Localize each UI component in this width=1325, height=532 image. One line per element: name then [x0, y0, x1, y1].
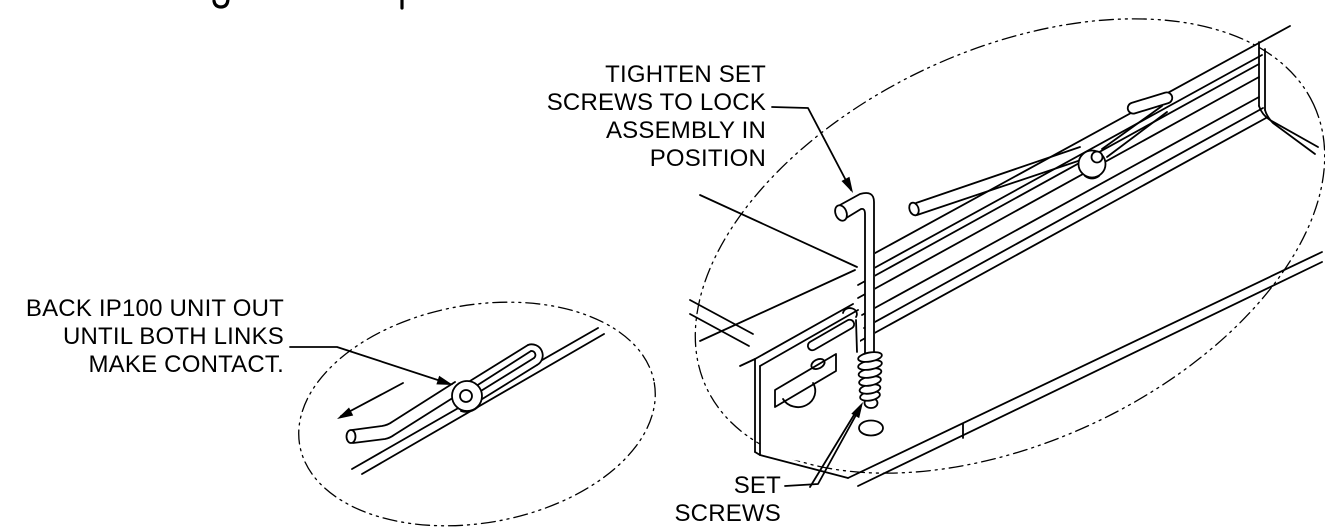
callout-line: POSITION [649, 145, 766, 172]
bracket-slot [806, 318, 856, 352]
chassis-rail-lines [839, 25, 1291, 353]
arrowhead-icon [841, 176, 853, 193]
left-detail-boundary-ellipse [298, 301, 656, 527]
adjustment-rod [834, 192, 875, 355]
tighten-leader-arrow [771, 106, 853, 193]
tray-wedge-edges [689, 194, 858, 347]
link-wire-top [908, 91, 1174, 217]
cropped-heading-fragment-y [212, 0, 230, 9]
callout-back-ip100-out: BACK IP100 UNIT OUT UNTIL BOTH LINKS MAK… [6, 295, 284, 379]
back-out-leader-arrow [289, 346, 453, 385]
callout-set-screws: SET SCREWS [600, 472, 781, 528]
callout-tighten-set-screws: TIGHTEN SET SCREWS TO LOCK ASSEMBLY IN P… [520, 61, 766, 173]
link-hook [1077, 149, 1107, 180]
left-detail-view [289, 301, 656, 527]
bracket-window [774, 353, 837, 408]
callout-line: SET [733, 472, 781, 499]
callout-line: SCREWS [674, 500, 781, 527]
callout-line: ASSEMBLY IN [605, 117, 766, 144]
arrowhead-icon [337, 407, 354, 419]
callout-line: BACK IP100 UNIT OUT [25, 295, 284, 322]
callout-line: UNTIL BOTH LINKS [62, 323, 284, 350]
set-screw-coil [857, 351, 883, 409]
plate-hole [858, 419, 884, 437]
callout-line: SCREWS TO LOCK [546, 89, 766, 116]
right-detail-boundary-ellipse [694, 18, 1325, 474]
rail-end-post [1258, 41, 1319, 155]
ip100-link-rod [345, 381, 460, 444]
arrowhead-icon [851, 402, 863, 419]
chassis-link-hairpin [469, 343, 544, 402]
mounting-bracket [739, 303, 860, 479]
arrowhead-icon [436, 375, 453, 385]
right-detail-view [689, 18, 1325, 488]
callout-line: TIGHTEN SET [605, 61, 766, 88]
base-plate-edges [847, 251, 1323, 487]
rear-link-wire [842, 307, 858, 353]
rail-slot [1126, 91, 1174, 115]
callout-line: MAKE CONTACT. [88, 351, 284, 378]
link-loop [451, 380, 483, 413]
set-screws-leader-arrow [784, 402, 863, 488]
motion-direction-arrow [337, 382, 404, 419]
